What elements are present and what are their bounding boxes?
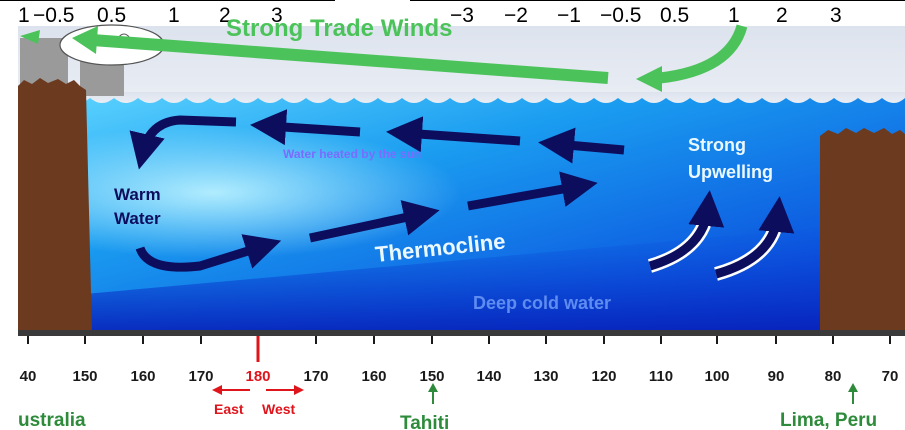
axis-tick-label: 170 (188, 368, 213, 385)
axis-tick-label-dateline: 180 (245, 368, 270, 385)
axis-tick-label: 130 (533, 368, 558, 385)
axis-tick-label: 170 (303, 368, 328, 385)
current-arrow-4 (129, 115, 237, 170)
top-scale-left-2: 0.5 (97, 4, 126, 27)
east-arrow-head (212, 385, 222, 395)
axis-tick-label: 100 (704, 368, 729, 385)
trade-wind-curve-head (636, 66, 662, 92)
water-heated-label: Water heated by the sun (283, 147, 421, 161)
trade-wind-arrows (20, 24, 748, 92)
warm-water-label-1: Warm (114, 185, 161, 204)
south-america-land (820, 128, 905, 334)
top-scale-right-3: −0.5 (600, 4, 641, 27)
ocean-currents (129, 109, 625, 272)
tahiti-label: Tahiti (400, 413, 449, 430)
top-scale-right-1: −2 (504, 4, 528, 27)
west-label: West (262, 401, 296, 417)
lima-label: Lima, Peru (780, 410, 877, 430)
axis-tick-label: 90 (768, 368, 785, 385)
axis-tick-label: 70 (882, 368, 899, 385)
axis-tick-label: 160 (130, 368, 155, 385)
trade-wind-curve-arrow (659, 24, 748, 84)
top-scale-right-5: 1 (728, 4, 740, 27)
axis-tick-label: 150 (419, 368, 444, 385)
east-label: East (214, 401, 244, 417)
sea-surface (18, 92, 905, 103)
seafloor-axis (18, 330, 905, 336)
current-arrow-5 (135, 234, 282, 272)
axis-tick-label: 160 (361, 368, 386, 385)
top-scale-left-1: −0.5 (33, 4, 74, 27)
upwelling-label-1: Strong (688, 135, 746, 155)
axis-tick-label: 40 (20, 368, 37, 385)
axis-tick-label: 110 (649, 368, 673, 385)
trade-wind-main-arrow (91, 34, 609, 84)
warm-water-label-2: Water (114, 209, 161, 228)
axis-tick-label: 140 (476, 368, 501, 385)
current-arrow-3 (250, 109, 361, 146)
current-arrow-6 (309, 200, 440, 243)
upwelling-arrows (647, 190, 795, 281)
australia-land (18, 78, 92, 334)
trade-wind-main-head (72, 26, 98, 54)
top-scale-left-3: 1 (168, 4, 180, 27)
trade-wind-left-tip (20, 30, 40, 44)
top-scale-left-4: 2 (219, 4, 231, 27)
top-scale-left-0: 1 (18, 4, 30, 27)
top-scale-right-0: −3 (450, 4, 474, 27)
upwelling-label-2: Upwelling (688, 162, 773, 182)
top-scale-right-2: −1 (557, 4, 581, 27)
current-arrow-1 (538, 127, 625, 164)
current-arrow-2 (386, 116, 521, 153)
top-scale-right-6: 2 (776, 4, 788, 27)
deep-cold-label: Deep cold water (473, 293, 611, 313)
axis-tick-label: 80 (825, 368, 842, 385)
axis-tick-label: 120 (591, 368, 616, 385)
current-arrow-7 (467, 171, 598, 211)
axis-ticks (27, 336, 891, 344)
top-strip (0, 0, 905, 26)
top-scale-right-7: 3 (830, 4, 842, 27)
axis-tick-label: 150 (72, 368, 97, 385)
top-scale-right-4: 0.5 (660, 4, 689, 27)
diagram-title: Strong Trade Winds (226, 15, 452, 42)
west-arrow-head (294, 385, 304, 395)
australia-label: ustralia (18, 410, 86, 430)
top-scale-left-5: 3 (271, 4, 283, 27)
